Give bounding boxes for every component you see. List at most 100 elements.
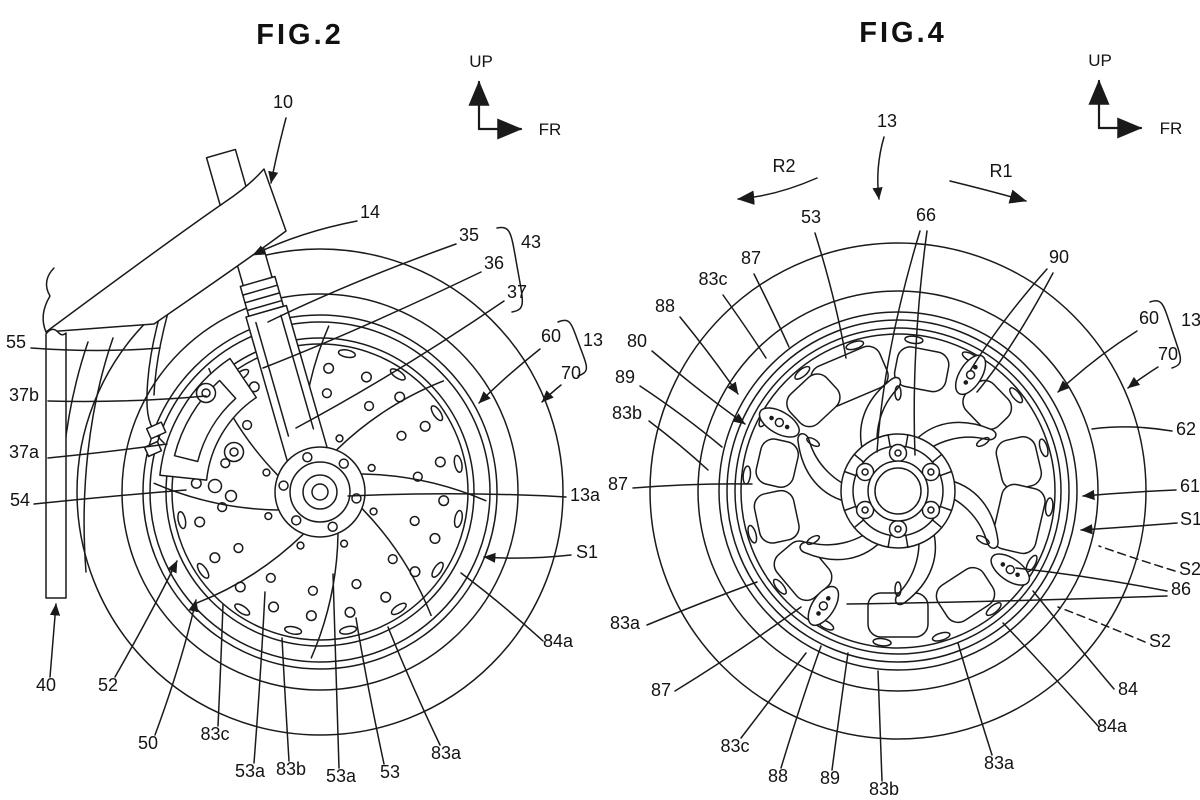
disc-hole bbox=[234, 581, 246, 593]
ref-label-52: 52 bbox=[98, 675, 118, 695]
hub-lug bbox=[843, 505, 865, 529]
disc-rivet bbox=[262, 468, 271, 477]
hub-bolt bbox=[290, 515, 302, 526]
indicator-outline bbox=[990, 553, 1031, 586]
leader-line bbox=[217, 603, 224, 727]
hub-lug bbox=[887, 534, 909, 548]
indicator-dot bbox=[784, 424, 790, 430]
hub-bolt-center bbox=[894, 449, 902, 457]
fig4-title: FIG.4 bbox=[859, 17, 947, 49]
hub-lug bbox=[843, 453, 865, 477]
indicator-ring bbox=[774, 417, 785, 428]
hub-bolt bbox=[888, 519, 908, 539]
disc-hole bbox=[419, 420, 431, 432]
spoke-curve bbox=[336, 380, 445, 451]
leader-line bbox=[154, 599, 199, 736]
grouping-brace bbox=[496, 226, 524, 313]
window-opening bbox=[935, 566, 996, 624]
ref-label-S1: S1 bbox=[1180, 509, 1200, 529]
disc-rivet bbox=[367, 463, 376, 473]
window-opening bbox=[753, 489, 800, 544]
window-opening bbox=[755, 438, 800, 488]
fender-stay-strip bbox=[45, 328, 67, 599]
disc-oval-slot bbox=[337, 348, 357, 359]
leader-line bbox=[281, 637, 290, 762]
disc-hole bbox=[412, 471, 423, 482]
leader-line bbox=[267, 243, 457, 323]
disc-hole bbox=[233, 542, 244, 554]
disc-hole bbox=[241, 419, 253, 431]
caliper-pin bbox=[207, 478, 223, 494]
caliper-bolt bbox=[195, 382, 217, 404]
disc-hole bbox=[409, 566, 421, 578]
leader-line bbox=[47, 443, 168, 459]
ref-label-S2: S2 bbox=[1149, 631, 1171, 651]
rim-inner-circle bbox=[149, 321, 491, 663]
fork-slider-lines bbox=[255, 314, 315, 437]
rim-outer-circle bbox=[142, 314, 498, 670]
leader-line bbox=[114, 560, 178, 678]
leader-line bbox=[47, 395, 207, 403]
rim-oval-slot bbox=[794, 365, 811, 380]
ref-label-14: 14 bbox=[360, 202, 380, 222]
ref-label-86: 86 bbox=[1171, 579, 1191, 599]
rim-oval-slot bbox=[931, 631, 951, 642]
disc-oval-slot bbox=[894, 385, 902, 401]
disc-edge-line bbox=[740, 333, 1056, 649]
indicator-dot bbox=[973, 364, 978, 370]
tire-inner-circle bbox=[697, 290, 1099, 692]
fender-side-curve bbox=[83, 337, 114, 573]
grouping-brace bbox=[1149, 300, 1182, 369]
rim-oval-slot bbox=[1038, 438, 1049, 458]
disc-hole bbox=[323, 362, 335, 374]
axle-bore bbox=[867, 460, 929, 522]
ref-label-50: 50 bbox=[138, 733, 158, 753]
disc-oval-slot bbox=[430, 405, 444, 422]
ref-label-54: 54 bbox=[10, 490, 30, 510]
hub-bolt bbox=[278, 480, 289, 491]
leader-line bbox=[877, 670, 883, 782]
disc-oval-slot bbox=[234, 603, 251, 616]
hub-lug bbox=[931, 505, 953, 529]
ref-label-R2: R2 bbox=[772, 156, 795, 176]
disc-hole bbox=[194, 516, 206, 528]
axle-bore-inner bbox=[874, 467, 922, 515]
disc-oval-slot bbox=[196, 562, 210, 579]
disc-hole bbox=[380, 591, 392, 603]
caliper-bolt bbox=[229, 447, 239, 457]
spoke-curve bbox=[361, 508, 432, 617]
ref-label-84: 84 bbox=[1118, 679, 1138, 699]
leader-line bbox=[1002, 622, 1099, 727]
rim-oval-slot bbox=[1044, 497, 1054, 517]
leader-line bbox=[722, 294, 767, 359]
ref-label-70: 70 bbox=[1158, 344, 1178, 364]
rim-inner-circle bbox=[726, 319, 1070, 663]
leader-line bbox=[957, 642, 993, 756]
disc-hole bbox=[321, 388, 333, 399]
fig2-title: FIG.2 bbox=[256, 19, 344, 51]
rim-oval-slot bbox=[772, 578, 787, 595]
ref-label-53: 53 bbox=[380, 762, 400, 782]
disc-oval-slot bbox=[806, 436, 821, 448]
disc-hole bbox=[434, 456, 446, 468]
leader-line bbox=[969, 268, 1048, 372]
fig4-brake-disc-drawing bbox=[649, 242, 1147, 740]
rim-oval-slot bbox=[845, 340, 865, 351]
grouping-brace bbox=[557, 319, 588, 377]
spoke-curve bbox=[361, 473, 487, 502]
disc-oval-slot bbox=[894, 581, 902, 597]
leader-line bbox=[674, 606, 802, 692]
ref-label-89: 89 bbox=[615, 367, 635, 387]
disc-rivet bbox=[369, 507, 378, 516]
hub-bolt bbox=[888, 443, 908, 463]
disc-hole bbox=[409, 515, 420, 527]
rim-oval-slot bbox=[742, 465, 752, 485]
disc-hole bbox=[217, 501, 228, 513]
indicator-oval bbox=[807, 585, 840, 627]
leader-line bbox=[679, 316, 739, 395]
leader-line bbox=[1082, 489, 1177, 501]
indicator-ring bbox=[1005, 564, 1015, 575]
hub-bolt-center bbox=[861, 468, 869, 476]
ref-label-84a: 84a bbox=[1097, 716, 1128, 736]
ref-label-83b: 83b bbox=[276, 759, 306, 779]
